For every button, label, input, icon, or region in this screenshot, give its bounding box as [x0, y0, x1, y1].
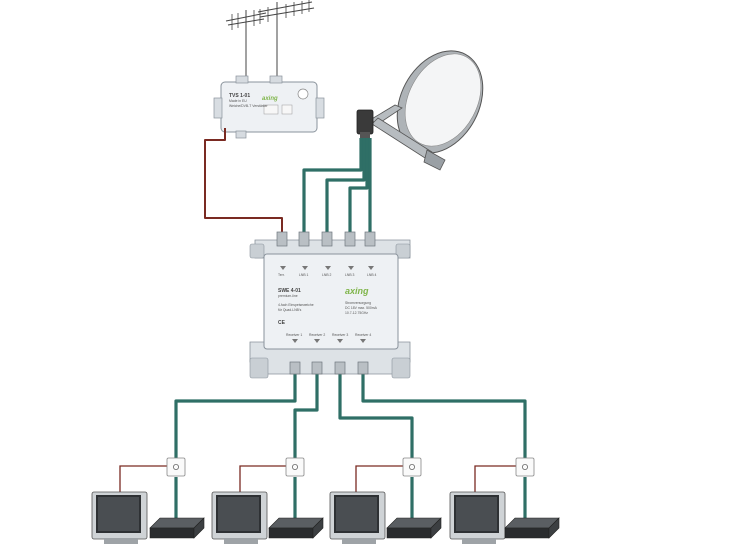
- wall-socket-icon: [515, 457, 535, 477]
- cabling: [119, 128, 527, 520]
- tv-icon: [211, 491, 268, 544]
- switch-info-3: 10.7-12.75GHz: [345, 311, 368, 315]
- multiswitch: Terr. LNB 1 LNB 2 LNB 3 LNB 4 SWE 4-01 p…: [249, 231, 411, 379]
- port-label-lnb3: LNB 3: [345, 273, 355, 277]
- amp-brand: axing: [262, 96, 278, 102]
- switch-info-1: Stromversorgung: [345, 301, 371, 305]
- terrestrial-amplifier: TVS 1-01 Made in EU Weiche/DVB-T Verstär…: [213, 75, 325, 139]
- receiver-port-label-1: Receiver 1: [286, 333, 302, 337]
- receiver-icon: [386, 517, 442, 539]
- wall-socket-icon: [166, 457, 186, 477]
- satellite-dish-icon: [356, 50, 484, 171]
- port-label-lnb1: LNB 1: [299, 273, 309, 277]
- tv-icon: [329, 491, 386, 544]
- receiver-icon: [149, 517, 205, 539]
- switch-desc-2: für Quad-LNB's: [278, 308, 302, 312]
- receiver-port-label-4: Receiver 4: [355, 333, 371, 337]
- switch-info-2: DC 18V max. 500mA: [345, 306, 378, 310]
- port-label-terr: Terr.: [278, 273, 285, 277]
- tv-icon: [91, 491, 148, 544]
- switch-model: SWE 4-01: [278, 288, 301, 294]
- amp-line: Weiche/DVB-T Verstärker: [229, 104, 269, 108]
- receiver-port-label-3: Receiver 3: [332, 333, 348, 337]
- switch-desc-1: 4-fach Einspeiseweiche: [278, 303, 314, 307]
- switch-brand: axing: [345, 286, 369, 296]
- port-label-lnb4: LNB 4: [367, 273, 377, 277]
- amp-model: TVS 1-01: [229, 93, 250, 99]
- amp-sub: Made in EU: [229, 99, 247, 103]
- receiver-icon: [504, 517, 560, 539]
- wall-socket-icon: [402, 457, 422, 477]
- switch-sub: premium-line: [278, 294, 298, 298]
- quad-lnb: [356, 109, 374, 135]
- ce-mark: CE: [278, 320, 286, 326]
- terrestrial-antenna-icon: [225, 0, 315, 84]
- receiver-port-label-2: Receiver 2: [309, 333, 325, 337]
- tv-icon: [449, 491, 506, 544]
- wall-socket-icon: [285, 457, 305, 477]
- receiver-icon: [268, 517, 324, 539]
- port-label-lnb2: LNB 2: [322, 273, 332, 277]
